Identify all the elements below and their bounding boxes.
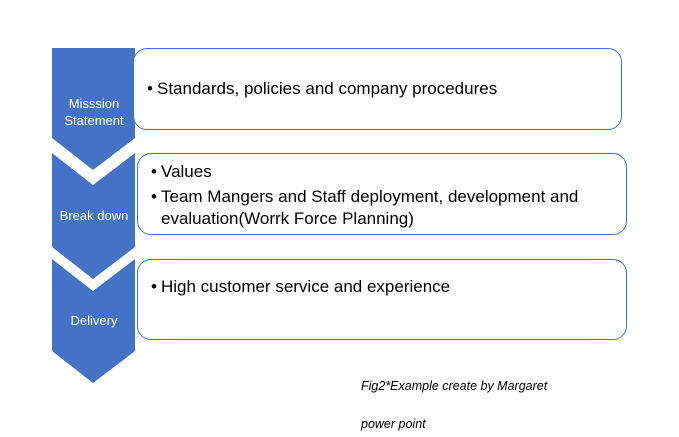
stage-box-delivery xyxy=(137,259,627,340)
bullet-list-break-down: • Values • Team Mangers and Staff deploy… xyxy=(151,161,621,230)
bullet-item: • Values xyxy=(151,162,212,181)
bullet-item: • Standards, policies and company proced… xyxy=(147,79,498,98)
bullet-list-delivery: • High customer service and experience xyxy=(151,276,621,298)
stage-label-mission-statement: Misssion Statement xyxy=(64,96,124,128)
bullet-item: • Team Mangers and Staff deployment, dev… xyxy=(151,187,579,228)
bullet-dot: • xyxy=(147,79,153,98)
chevron-mission-statement xyxy=(52,48,135,170)
bullet-dot: • xyxy=(151,277,157,296)
stage-label-break-down: Break down xyxy=(59,208,129,223)
stage-box-mission-statement xyxy=(133,48,622,130)
stage-box-break-down xyxy=(137,153,627,235)
figure-caption: Fig2*Example create by Margaret power po… xyxy=(361,379,548,431)
chevron-break-down xyxy=(52,153,135,279)
bullet-dot: • xyxy=(151,162,157,181)
bullet-dot: • xyxy=(151,187,157,206)
bullet-item: • High customer service and experience xyxy=(151,277,451,296)
bullet-list-mission-statement: • Standards, policies and company proced… xyxy=(147,78,617,100)
stage-label-delivery: Delivery xyxy=(70,313,118,328)
chevron-delivery xyxy=(52,259,135,383)
